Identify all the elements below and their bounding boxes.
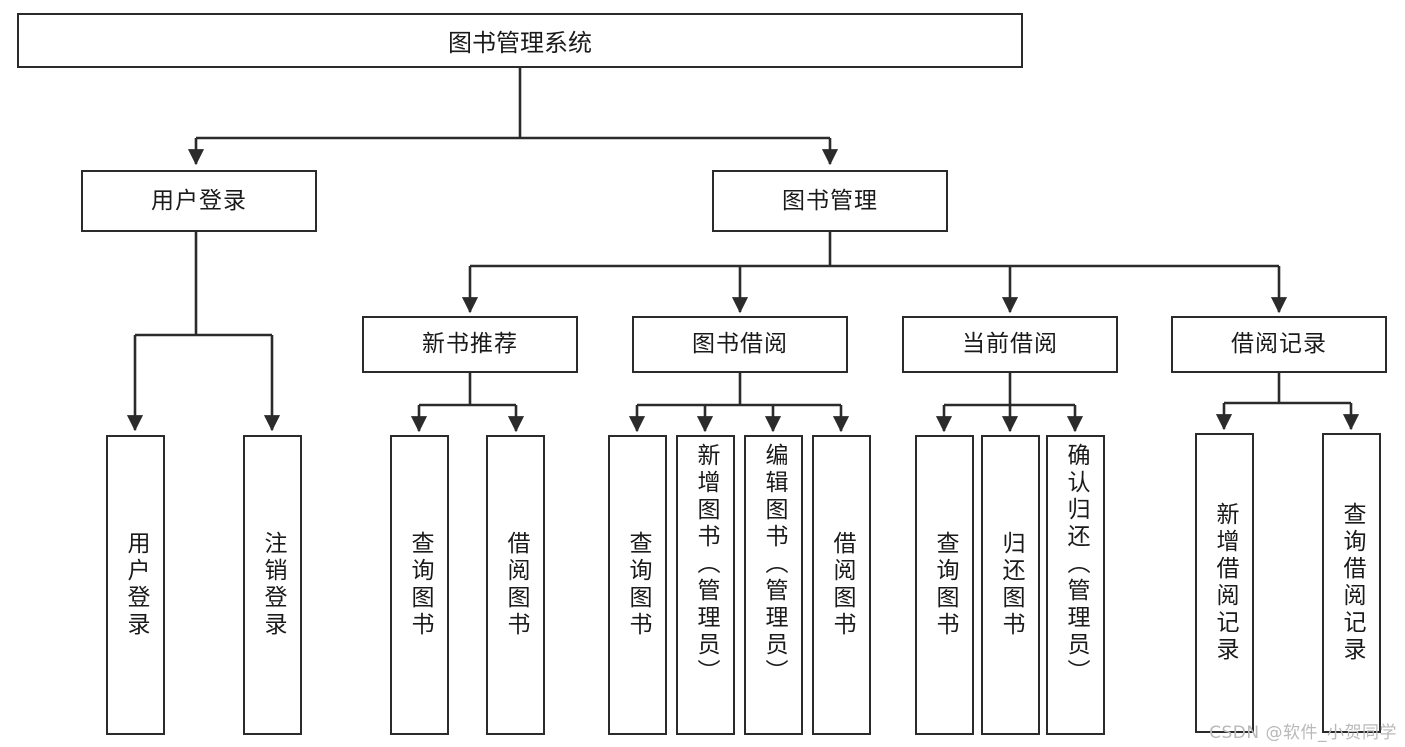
leaf-label: 查询借阅记录 <box>1339 502 1365 664</box>
node-user-login[interactable]: 用户登录 <box>81 170 317 232</box>
leaf-book-borrow-add-admin[interactable]: 新增图书（管理员） <box>676 435 735 735</box>
leaf-borrow-record-add[interactable]: 新增借阅记录 <box>1195 433 1254 733</box>
leaf-label: 查询图书 <box>932 531 958 639</box>
leaf-new-book-borrow[interactable]: 借阅图书 <box>486 435 545 735</box>
node-book-management[interactable]: 图书管理 <box>712 170 948 232</box>
node-book-borrow[interactable]: 图书借阅 <box>632 316 848 373</box>
leaf-label: 确认归还（管理员） <box>1063 443 1089 686</box>
node-root-system[interactable]: 图书管理系统 <box>17 13 1023 68</box>
leaf-book-borrow-edit-admin[interactable]: 编辑图书（管理员） <box>744 435 803 735</box>
leaf-label: 新增借阅记录 <box>1212 502 1238 664</box>
leaf-label: 新增图书（管理员） <box>693 443 719 686</box>
leaf-label: 借阅图书 <box>829 531 855 639</box>
leaf-label: 查询图书 <box>407 531 433 639</box>
leaf-label: 编辑图书（管理员） <box>761 443 787 686</box>
node-current-borrow[interactable]: 当前借阅 <box>902 316 1118 373</box>
leaf-label: 注销登录 <box>260 531 286 639</box>
leaf-label: 借阅图书 <box>503 531 529 639</box>
leaf-label: 查询图书 <box>625 531 651 639</box>
leaf-current-borrow-confirm-return-admin[interactable]: 确认归还（管理员） <box>1046 435 1105 735</box>
csdn-watermark: CSDN @软件_小贺同学 <box>1209 723 1397 743</box>
leaf-new-book-query[interactable]: 查询图书 <box>390 435 449 735</box>
leaf-current-borrow-return[interactable]: 归还图书 <box>981 435 1040 735</box>
leaf-current-borrow-query[interactable]: 查询图书 <box>915 435 974 735</box>
leaf-user-login-logout[interactable]: 注销登录 <box>243 435 302 735</box>
leaf-label: 用户登录 <box>123 531 149 639</box>
leaf-label: 归还图书 <box>998 531 1024 639</box>
node-borrow-record[interactable]: 借阅记录 <box>1171 316 1387 373</box>
leaf-borrow-record-query[interactable]: 查询借阅记录 <box>1322 433 1381 733</box>
leaf-book-borrow-borrow[interactable]: 借阅图书 <box>812 435 871 735</box>
leaf-book-borrow-query[interactable]: 查询图书 <box>608 435 667 735</box>
leaf-user-login-login[interactable]: 用户登录 <box>106 435 165 735</box>
node-new-book-recommend[interactable]: 新书推荐 <box>362 316 578 373</box>
